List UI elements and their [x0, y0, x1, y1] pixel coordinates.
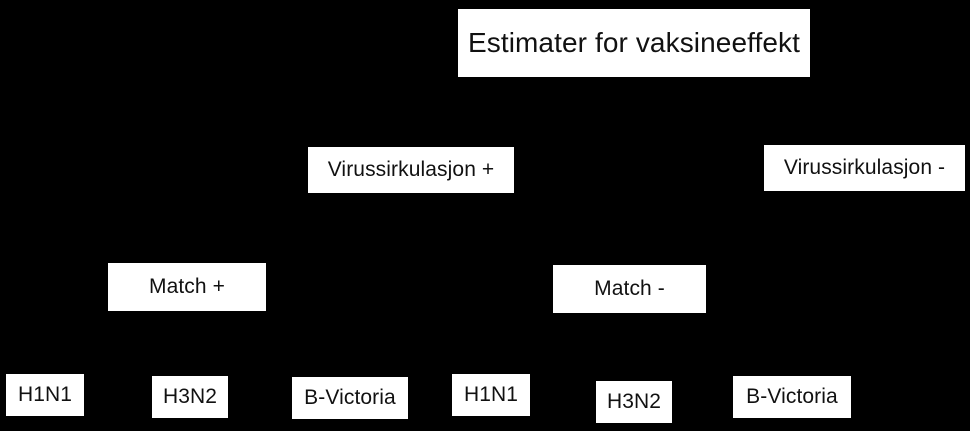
node-virussirkulasjon-positive: Virussirkulasjon +	[308, 147, 514, 193]
node-strain-h3n2-match-positive: H3N2	[152, 376, 228, 418]
node-estimater-for-vaksineeffekt: Estimater for vaksineeffekt	[458, 9, 810, 77]
node-match-positive: Match +	[108, 263, 266, 311]
node-virussirkulasjon-negative: Virussirkulasjon -	[764, 145, 965, 191]
node-strain-h1n1-match-negative: H1N1	[452, 374, 530, 416]
node-strain-h3n2-match-negative: H3N2	[596, 381, 672, 423]
node-strain-b-victoria-match-negative: B-Victoria	[733, 376, 851, 418]
node-strain-b-victoria-match-positive: B-Victoria	[292, 377, 408, 419]
node-match-negative: Match -	[553, 265, 706, 313]
node-strain-h1n1-match-positive: H1N1	[6, 374, 84, 416]
